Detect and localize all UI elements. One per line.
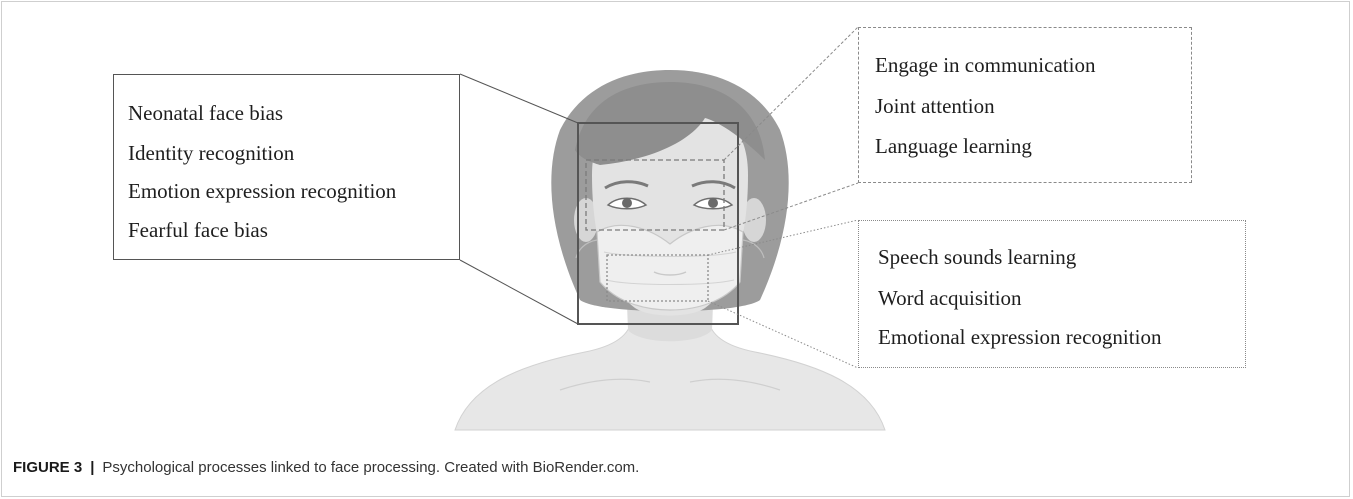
left-pupil [622,198,632,208]
label-speech-sounds-learning: Speech sounds learning [878,245,1076,270]
mouth-processes-box: Speech sounds learning Word acquisition … [858,220,1246,368]
label-emotional-expression-recognition: Emotional expression recognition [878,325,1161,350]
label-emotion-expression-recognition: Emotion expression recognition [128,179,396,204]
connector-left-bottom [460,260,578,324]
eye-processes-box: Engage in communication Joint attention … [858,27,1192,183]
right-pupil [708,198,718,208]
label-language-learning: Language learning [875,134,1032,159]
figure-caption: FIGURE 3 | Psychological processes linked … [13,459,639,476]
connector-left-top [460,74,578,123]
face-processes-box: Neonatal face bias Identity recognition … [113,74,460,260]
caption-text: Psychological processes linked to face p… [102,459,639,476]
label-engage-in-communication: Engage in communication [875,53,1095,78]
label-identity-recognition: Identity recognition [128,141,294,166]
label-fearful-face-bias: Fearful face bias [128,218,268,243]
figure-label: FIGURE 3 [13,459,82,476]
label-neonatal-face-bias: Neonatal face bias [128,101,283,126]
label-word-acquisition: Word acquisition [878,286,1022,311]
caption-separator: | [90,459,94,476]
label-joint-attention: Joint attention [875,94,995,119]
